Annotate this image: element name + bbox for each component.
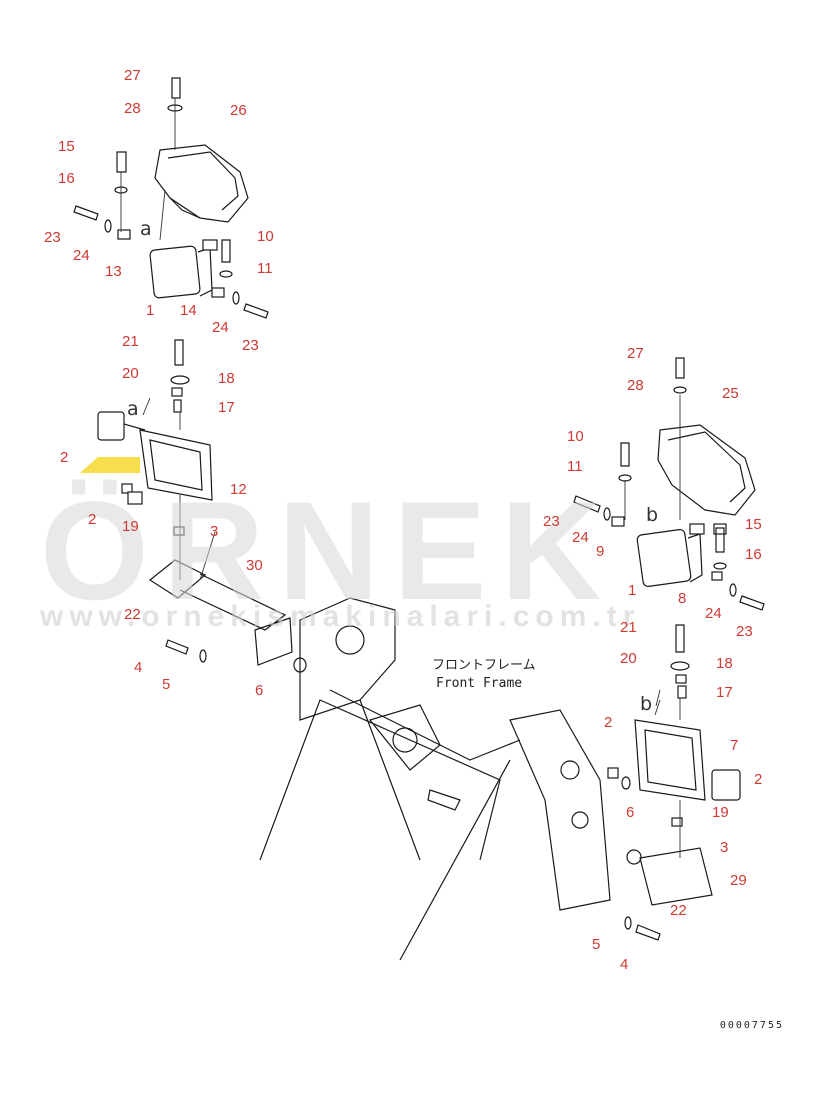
part-label: 6	[626, 804, 635, 821]
watermark-accent-icon	[80, 457, 140, 473]
part-label: 19	[712, 804, 729, 821]
part-label: 9	[596, 543, 605, 560]
part-label: 24	[73, 247, 90, 264]
frame-label-en: Front Frame	[436, 676, 523, 691]
part-label: 21	[620, 619, 637, 636]
part-label: 12	[230, 481, 247, 498]
part-label: 16	[58, 170, 75, 187]
part-label: 25	[722, 385, 739, 402]
document-number: 00007755	[719, 1020, 784, 1031]
view-letter-a-top: a	[140, 218, 152, 240]
part-label: 24	[212, 319, 229, 336]
part-label: 4	[134, 659, 143, 676]
part-label: 13	[105, 263, 122, 280]
part-label: 23	[44, 229, 61, 246]
part-label: 19	[122, 518, 139, 535]
part-label: 29	[730, 872, 747, 889]
part-label: 23	[543, 513, 560, 530]
part-label: 11	[257, 260, 273, 277]
part-label: 2	[754, 771, 763, 788]
work-lamp-right	[636, 523, 727, 588]
part-label: 24	[705, 605, 722, 622]
part-label: 5	[162, 676, 171, 693]
view-letter-b-lamp: b	[646, 504, 659, 526]
part-label: 18	[716, 655, 733, 672]
part-label: 2	[60, 449, 69, 466]
leader-lines	[120, 98, 681, 858]
part-label: 11	[567, 458, 583, 475]
bolt-group-right	[573, 357, 765, 611]
lamp-guard-right	[657, 424, 756, 516]
part-label: 23	[736, 623, 753, 640]
part-label: 22	[670, 902, 687, 919]
part-label: 2	[88, 511, 97, 528]
part-label: 1	[628, 582, 637, 599]
part-label: 10	[567, 428, 584, 445]
lamp-guard-left	[154, 144, 249, 223]
part-label: 27	[124, 67, 141, 84]
part-label: 26	[230, 102, 247, 119]
part-label: 8	[678, 590, 687, 607]
frame-label-jp: フロントフレーム	[432, 658, 536, 673]
watermark-brand: ÖRNEK	[40, 472, 616, 629]
part-label: 6	[255, 682, 264, 699]
part-label: 30	[246, 557, 263, 574]
part-label: 22	[124, 606, 141, 623]
watermark-url: www.ornekismakinalari.com.tr	[40, 600, 641, 633]
part-label: 17	[716, 684, 733, 701]
part-label: 21	[122, 333, 139, 350]
stay-bracket	[148, 559, 307, 673]
part-label: 3	[720, 839, 729, 856]
part-label: 1	[146, 302, 155, 319]
part-label: 7	[730, 737, 739, 754]
view-letter-b-bracket: b	[640, 693, 653, 715]
part-label: 20	[620, 650, 637, 667]
part-label: 17	[218, 399, 235, 416]
work-lamp-left	[149, 239, 218, 299]
lamp-bracket-right	[607, 624, 741, 941]
part-label: 2	[604, 714, 613, 731]
part-label: 4	[620, 956, 629, 973]
part-label: 14	[180, 302, 197, 319]
part-label: 3	[210, 523, 219, 540]
part-label: 23	[242, 337, 259, 354]
front-frame	[259, 597, 642, 961]
part-label: 15	[58, 138, 75, 155]
part-label: 28	[627, 377, 644, 394]
part-label: 18	[218, 370, 235, 387]
part-label: 15	[745, 516, 762, 533]
part-label: 5	[592, 936, 601, 953]
part-label: 10	[257, 228, 274, 245]
part-label: 16	[745, 546, 762, 563]
part-label: 24	[572, 529, 589, 546]
part-label: 28	[124, 100, 141, 117]
view-letter-a-bracket: a	[127, 398, 139, 420]
lamp-bracket-left	[97, 339, 213, 536]
part-label: 27	[627, 345, 644, 362]
part-label: 20	[122, 365, 139, 382]
